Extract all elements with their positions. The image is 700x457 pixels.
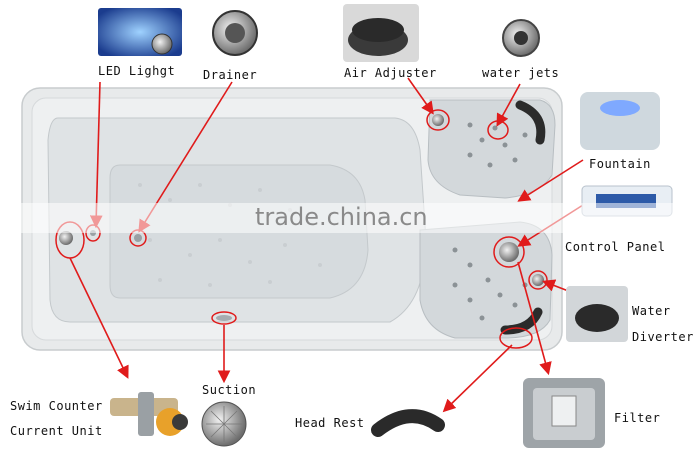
watermark-band: trade.china.cn (0, 203, 700, 233)
swim-counter-current-photo (110, 392, 188, 436)
fountain-label: Fountain (589, 157, 651, 171)
fountain-photo (580, 92, 660, 150)
water-diverter-label-2: Diverter (632, 330, 694, 344)
water-jets-photo (502, 19, 540, 57)
control-panel-label: Control Panel (565, 240, 666, 254)
swim-counter-label-2: Current Unit (10, 424, 103, 438)
suction-label: Suction (202, 383, 257, 397)
watermark-text: trade.china.cn (255, 203, 428, 231)
air-adjuster-label: Air Adjuster (344, 66, 437, 80)
water-diverter-label-1: Water (632, 304, 671, 318)
air-adjuster-photo (343, 4, 419, 62)
led-light-photo (98, 8, 182, 56)
drainer-label: Drainer (203, 68, 258, 82)
drainer-photo (212, 10, 258, 56)
filter-label: Filter (614, 411, 661, 425)
water-jets-label: water jets (482, 66, 560, 80)
led-light-label: LED Lighgt (98, 64, 176, 78)
filter-photo (523, 378, 605, 448)
head-rest-photo (371, 409, 445, 437)
swim-counter-label-1: Swim Counter (10, 399, 103, 413)
suction-photo (201, 401, 247, 447)
head-rest-label: Head Rest (295, 416, 365, 430)
water-diverter-photo (566, 286, 628, 342)
